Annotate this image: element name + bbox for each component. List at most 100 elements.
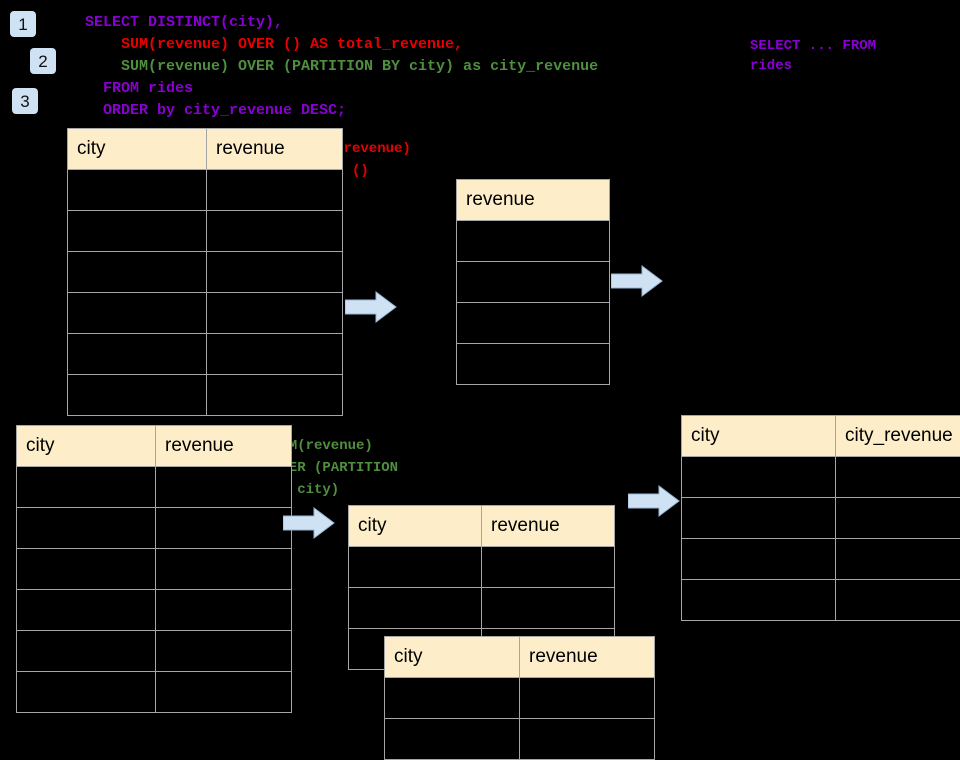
cell-revenue <box>156 631 292 672</box>
table-row <box>68 375 343 416</box>
cell-city <box>17 631 156 672</box>
table-row <box>68 211 343 252</box>
table-row <box>682 457 960 498</box>
cell-revenue <box>457 303 610 344</box>
cell-revenue <box>207 252 343 293</box>
table-header-row: city revenue <box>68 129 343 170</box>
cell-revenue <box>457 262 610 303</box>
cell-revenue <box>156 508 292 549</box>
table-header-row: city revenue <box>385 637 655 678</box>
cell-revenue <box>207 211 343 252</box>
table-row <box>682 498 960 539</box>
cell-city <box>68 211 207 252</box>
cell-revenue <box>457 344 610 385</box>
table-header-row: city revenue <box>349 506 615 547</box>
arrow-top-left <box>345 291 397 328</box>
cell-city <box>17 549 156 590</box>
cell-city <box>17 590 156 631</box>
cell-revenue <box>482 588 615 629</box>
cell-city-revenue <box>836 539 960 580</box>
cell-city <box>68 334 207 375</box>
step-badge-2-label: 2 <box>38 53 47 70</box>
table-row <box>682 539 960 580</box>
cell-city <box>682 580 836 621</box>
cell-revenue <box>156 590 292 631</box>
cell-city <box>682 498 836 539</box>
table-row <box>68 252 343 293</box>
column-header-city: city <box>385 637 520 678</box>
column-header-revenue: revenue <box>457 180 610 221</box>
step-badge-3[interactable]: 3 <box>12 88 38 114</box>
cell-revenue <box>520 678 655 719</box>
cell-city <box>682 457 836 498</box>
diagram-canvas: 1 2 3 SELECT DISTINCT(city), SUM(revenue… <box>0 0 960 720</box>
revenue-total-table: revenue <box>456 179 610 385</box>
cell-city <box>68 252 207 293</box>
annotation-select-from-rides: SELECT ... FROM rides <box>750 36 876 76</box>
cell-revenue <box>207 293 343 334</box>
cell-city <box>68 170 207 211</box>
cell-revenue <box>207 170 343 211</box>
sql-line-city-revenue: SUM(revenue) OVER (PARTITION BY city) as… <box>85 56 598 78</box>
table-row <box>17 549 292 590</box>
cell-city <box>17 467 156 508</box>
column-header-city: city <box>682 416 836 457</box>
table-row <box>17 467 292 508</box>
table-row <box>17 508 292 549</box>
cell-city-revenue <box>836 580 960 621</box>
column-header-revenue: revenue <box>520 637 655 678</box>
source-table-top: city revenue <box>67 128 343 416</box>
table-row <box>457 303 610 344</box>
cell-revenue <box>457 221 610 262</box>
cell-city-revenue <box>836 457 960 498</box>
arrow-bottom-left <box>283 507 335 544</box>
table-row <box>349 588 615 629</box>
partition-table-front: city revenue <box>384 636 655 760</box>
table-row <box>682 580 960 621</box>
cell-city <box>682 539 836 580</box>
arrow-top-right <box>611 265 663 302</box>
cell-revenue <box>156 672 292 713</box>
sql-line-order-by: ORDER by city_revenue DESC; <box>85 100 346 122</box>
column-header-revenue: revenue <box>482 506 615 547</box>
table-row <box>349 547 615 588</box>
table-row <box>457 262 610 303</box>
cell-revenue <box>156 467 292 508</box>
column-header-city: city <box>17 426 156 467</box>
arrow-bottom-right <box>628 485 680 522</box>
cell-revenue <box>207 334 343 375</box>
table-row <box>385 719 655 760</box>
table-row <box>68 293 343 334</box>
table-row <box>17 672 292 713</box>
column-header-city-revenue: city_revenue <box>836 416 960 457</box>
step-badge-1-label: 1 <box>18 16 27 33</box>
table-header-row: city revenue <box>17 426 292 467</box>
cell-city <box>68 293 207 334</box>
sql-line-total-revenue: SUM(revenue) OVER () AS total_revenue, <box>85 34 463 56</box>
cell-revenue <box>207 375 343 416</box>
cell-revenue <box>156 549 292 590</box>
step-badge-3-label: 3 <box>20 93 29 110</box>
cell-city <box>68 375 207 416</box>
source-table-bottom: city revenue <box>16 425 292 713</box>
cell-city <box>17 508 156 549</box>
cell-revenue <box>520 719 655 760</box>
table-row <box>457 344 610 385</box>
cell-city <box>349 547 482 588</box>
column-header-city: city <box>68 129 207 170</box>
cell-revenue <box>482 547 615 588</box>
table-row <box>17 590 292 631</box>
column-header-city: city <box>349 506 482 547</box>
table-row <box>457 221 610 262</box>
sql-line-from: FROM rides <box>85 78 193 100</box>
table-row <box>17 631 292 672</box>
result-table: city city_revenue <box>681 415 960 621</box>
cell-city <box>385 678 520 719</box>
step-badge-1[interactable]: 1 <box>10 11 36 37</box>
table-row <box>385 678 655 719</box>
sql-line-select: SELECT DISTINCT(city), <box>85 12 283 34</box>
table-header-row: city city_revenue <box>682 416 960 457</box>
cell-city-revenue <box>836 498 960 539</box>
table-row <box>68 334 343 375</box>
step-badge-2[interactable]: 2 <box>30 48 56 74</box>
